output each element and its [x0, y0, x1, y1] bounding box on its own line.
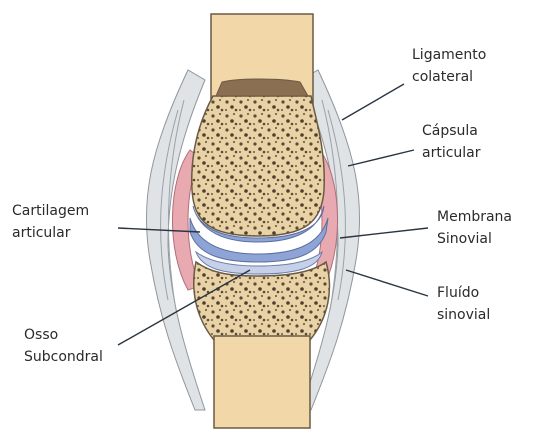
label-membrana-sinovial: Membrana Sinovial — [437, 206, 512, 250]
label-osso-subcondral: Osso Subcondral — [24, 324, 103, 368]
label-ligamento-line2: colateral — [412, 66, 486, 88]
label-osso-line1: Osso — [24, 324, 103, 346]
label-membrana-line2: Sinovial — [437, 228, 512, 250]
label-capsula-articular: Cápsula articular — [422, 120, 481, 164]
label-cartilagem-articular: Cartilagem articular — [12, 200, 89, 244]
label-cartilagem-line2: articular — [12, 222, 89, 244]
label-ligamento-line1: Ligamento — [412, 44, 486, 66]
leader-fluido-sinovial — [346, 270, 428, 296]
leader-ligamento-colateral — [342, 84, 404, 120]
label-fluido-line2: sinovial — [437, 304, 490, 326]
label-capsula-line2: articular — [422, 142, 481, 164]
label-fluido-sinovial: Fluído sinovial — [437, 282, 490, 326]
lower-bone-shaft — [214, 336, 310, 428]
leader-capsula-articular — [348, 150, 414, 166]
label-fluido-line1: Fluído — [437, 282, 490, 304]
label-ligamento-colateral: Ligamento colateral — [412, 44, 486, 88]
label-cartilagem-line1: Cartilagem — [12, 200, 89, 222]
label-osso-line2: Subcondral — [24, 346, 103, 368]
upper-bone-head — [192, 96, 325, 236]
label-membrana-line1: Membrana — [437, 206, 512, 228]
label-capsula-line1: Cápsula — [422, 120, 481, 142]
